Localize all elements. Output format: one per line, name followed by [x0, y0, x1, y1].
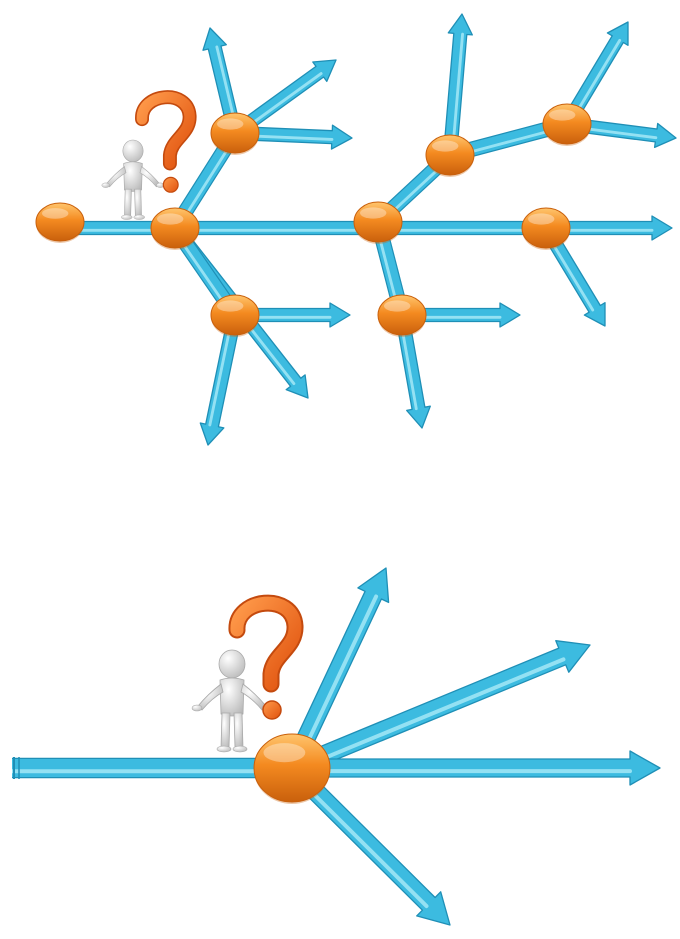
person-pondering-icon [191, 649, 273, 753]
node-b [210, 112, 260, 155]
person-pondering-icon [101, 139, 165, 220]
fan-arrow-right [290, 750, 661, 786]
branching-paths-diagram [35, 13, 677, 446]
node-start [35, 202, 85, 243]
top-nodes [35, 103, 592, 337]
node-a [150, 207, 200, 250]
fan-arrow-upright [287, 640, 591, 777]
node-d [353, 201, 403, 244]
node-f [542, 103, 592, 146]
node-g [377, 294, 427, 337]
node-h [521, 207, 571, 250]
incoming-shaft [12, 757, 292, 779]
bottom-nodes [253, 733, 331, 804]
node-c [210, 294, 260, 337]
top-figure [101, 90, 197, 220]
bottom-arrows [12, 567, 661, 926]
single-decision-point-diagram [12, 567, 661, 926]
arrow-e-up [442, 13, 473, 157]
decision-node [253, 733, 331, 804]
bottom-figure [191, 594, 304, 753]
node-e [425, 134, 475, 177]
question-mark-icon [228, 594, 304, 720]
question-mark-icon [135, 90, 197, 193]
